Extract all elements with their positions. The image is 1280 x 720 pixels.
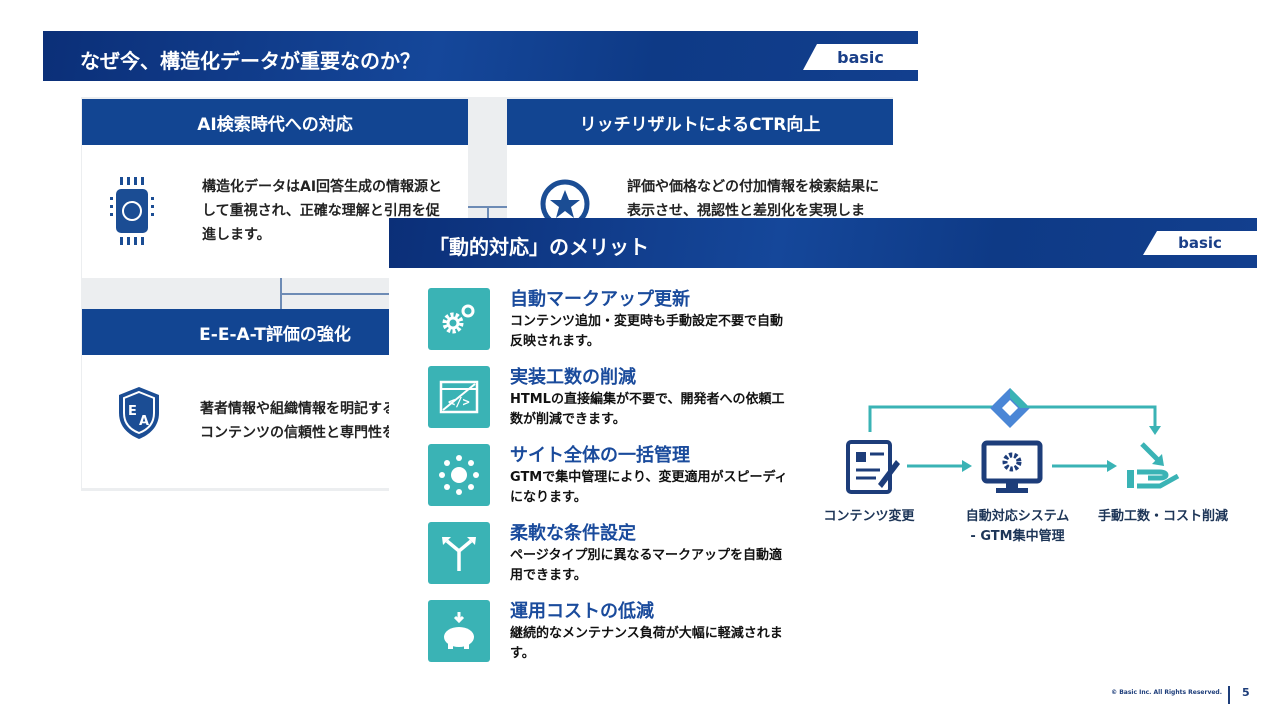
card-heading: AI検索時代への対応 (82, 99, 468, 145)
card-text: 構造化データはAI回答生成の情報源として重視され、正確な理解と引用を促進します。 (202, 179, 443, 243)
card-text: 著者情報や組織情報を明記するコンテンツの信頼性と専門性を (200, 401, 396, 441)
card-body: 構造化データはAI回答生成の情報源として重視され、正確な理解と引用を促進します。 (82, 145, 468, 278)
list-item: 自動マークアップ更新コンテンツ追加・変更時も手動設定不要で自動反映されます。 (428, 288, 790, 352)
back-slide-title: なぜ今、構造化データが重要なのか？ (80, 49, 420, 73)
item-title: 柔軟な条件設定 (510, 523, 636, 544)
gtm-diamond-icon (990, 388, 1030, 428)
list-item: </> 実装工数の削減 HTMLの直接編集が不要で、開発者への依頼工数が削減できま… (428, 366, 790, 430)
ea-shield-icon: EA (119, 387, 159, 439)
monitor-gear-icon (981, 440, 1043, 493)
front-slide-title: 「動的対応」のメリット (429, 235, 649, 259)
list-item: 運用コストの低減継続的なメンテナンス負荷が大幅に軽減されます。 (428, 600, 790, 664)
card-body: 評価や価格などの付加情報を検索結果に表示させ、視認性と差別化を実現しま (507, 145, 893, 220)
network-user-icon (428, 444, 490, 506)
diagram-node-label: 手動工数・コスト削減 (1097, 509, 1228, 524)
front-slide (389, 218, 1280, 720)
arrow-icon (1107, 460, 1117, 472)
page-number: 5 (1242, 686, 1250, 699)
item-desc: ページタイプ別に異なるマークアップを自動適用できます。 (510, 548, 782, 583)
card-heading: リッチリザルトによるCTR向上 (507, 99, 893, 145)
document-edit-icon (846, 440, 900, 494)
piggy-bank-icon (428, 600, 490, 662)
item-desc: HTMLの直接編集が不要で、開発者への依頼工数が削減できます。 (510, 392, 785, 427)
diagram-node-label-line: - GTM集中管理 (970, 529, 1065, 544)
diagram-node-label: コンテンツ変更 (823, 509, 915, 524)
diagram-node-label-line: 自動対応システム (965, 509, 1070, 524)
connector-line (280, 293, 390, 295)
item-desc: コンテンツ追加・変更時も手動設定不要で自動反映されます。 (510, 314, 784, 349)
flow-diagram (846, 388, 1180, 494)
svg-text:</>: </> (448, 395, 470, 409)
split-arrows-icon (428, 522, 490, 584)
item-title: 運用コストの低減 (510, 601, 654, 622)
svg-text:E: E (128, 404, 137, 419)
item-title: 実装工数の削減 (510, 367, 636, 388)
connector-line (487, 206, 489, 220)
hand-cost-reduction-icon (1127, 442, 1180, 489)
diagram-node-label: 自動対応システム - GTM集中管理 (945, 507, 1090, 547)
ai-brain-chip-icon (110, 177, 154, 245)
arrow-icon (962, 460, 972, 472)
item-desc: GTMで集中管理により、変更適用がスピーディになります。 (510, 470, 788, 505)
copyright: © Basic Inc. All Rights Reserved. (1111, 689, 1222, 696)
card-text: 評価や価格などの付加情報を検索結果に表示させ、視認性と差別化を実現しま (627, 179, 879, 219)
item-desc: 継続的なメンテナンス負荷が大幅に軽減されます。 (510, 626, 783, 661)
back-slide-header: なぜ今、構造化データが重要なのか？ (43, 31, 918, 81)
brand-logo: basic (803, 44, 918, 70)
svg-text:A: A (139, 414, 149, 429)
front-slide-header: 「動的対応」のメリット (389, 218, 1257, 268)
brand-logo: basic (1143, 231, 1257, 255)
list-item: 柔軟な条件設定ページタイプ別に異なるマークアップを自動適用できます。 (428, 522, 790, 586)
gears-icon (428, 288, 490, 350)
footer-divider (1228, 686, 1230, 704)
star-badge-icon (540, 179, 590, 220)
code-window-icon: </> (428, 366, 490, 428)
item-title: サイト全体の一括管理 (510, 445, 690, 466)
list-item: サイト全体の一括管理 GTMで集中管理により、変更適用がスピーディになります。 (428, 444, 790, 508)
item-title: 自動マークアップ更新 (510, 289, 690, 310)
